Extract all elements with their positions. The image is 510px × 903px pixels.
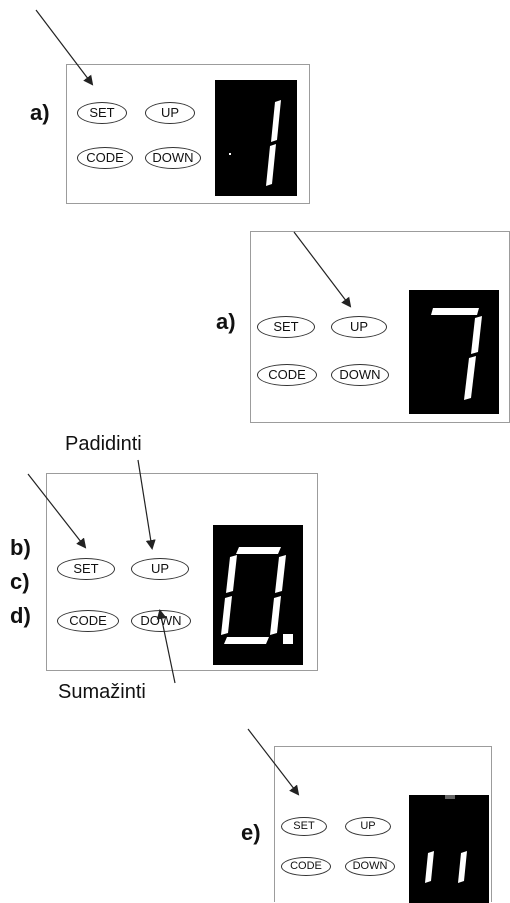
up-button[interactable]: UP <box>345 817 391 836</box>
seven-segment-display <box>213 525 303 665</box>
code-button[interactable]: CODE <box>281 857 331 876</box>
digit-0-dot-glyph <box>221 547 293 644</box>
set-button[interactable]: SET <box>57 558 115 580</box>
control-panel-4: SET UP CODE DOWN <box>274 746 492 903</box>
digit-7-glyph <box>431 308 482 400</box>
label-a-1: a) <box>30 100 50 125</box>
label-e: e) <box>241 820 261 845</box>
increase-caption: Padidinti <box>65 433 142 455</box>
label-d: d) <box>10 603 31 628</box>
set-button[interactable]: SET <box>257 316 315 338</box>
seven-segment-display <box>215 80 297 196</box>
down-button[interactable]: DOWN <box>345 857 395 876</box>
set-button[interactable]: SET <box>77 102 127 124</box>
code-button[interactable]: CODE <box>257 364 317 386</box>
control-panel-2: SET UP CODE DOWN <box>250 231 510 423</box>
digit-11-glyph <box>425 795 467 883</box>
down-button[interactable]: DOWN <box>145 147 201 169</box>
decrease-caption: Sumažinti <box>58 681 146 703</box>
set-button[interactable]: SET <box>281 817 327 836</box>
down-button[interactable]: DOWN <box>331 364 389 386</box>
label-a-2: a) <box>216 309 236 334</box>
up-button[interactable]: UP <box>331 316 387 338</box>
down-button[interactable]: DOWN <box>131 610 191 632</box>
code-button[interactable]: CODE <box>57 610 119 632</box>
control-panel-3: SET UP CODE DOWN <box>46 473 318 671</box>
label-c: c) <box>10 569 30 594</box>
up-button[interactable]: UP <box>145 102 195 124</box>
label-b: b) <box>10 535 31 560</box>
up-button[interactable]: UP <box>131 558 189 580</box>
seven-segment-display <box>409 795 489 903</box>
control-panel-1: SET UP CODE DOWN <box>66 64 310 204</box>
digit-1-glyph <box>229 100 281 186</box>
code-button[interactable]: CODE <box>77 147 133 169</box>
seven-segment-display <box>409 290 499 414</box>
